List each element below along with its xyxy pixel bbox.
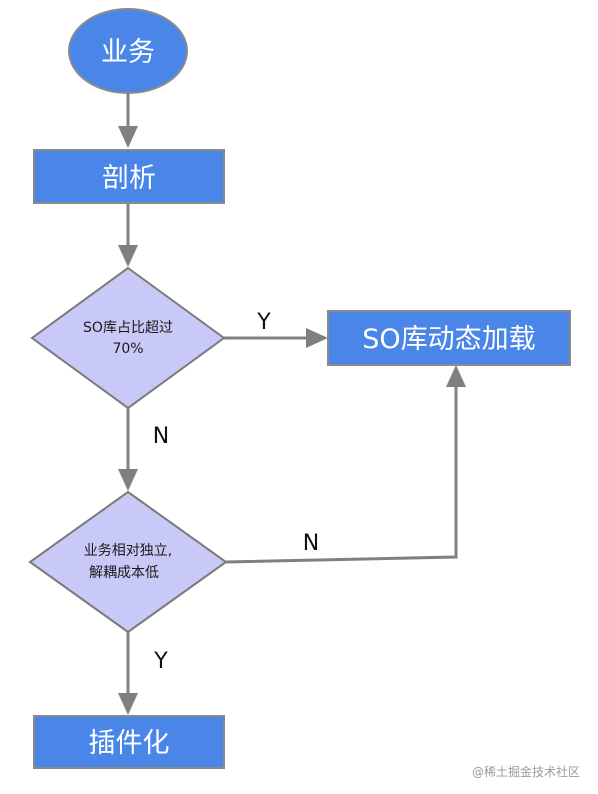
node-analyze: 剖析 — [33, 149, 225, 204]
watermark-text: @稀土掘金技术社区 — [471, 765, 580, 779]
decision-independent-line1: 业务相对独立, — [84, 543, 172, 559]
so-dynamic-load-box — [327, 310, 571, 366]
analyze-box — [33, 149, 225, 204]
node-so-dynamic-load: SO库动态加载 — [327, 310, 571, 366]
edge-independent-no — [225, 382, 458, 564]
node-plugin: 插件化 — [33, 715, 225, 769]
plugin-box — [33, 715, 225, 769]
start-label: 业务 — [101, 37, 155, 68]
decision-so-ratio-line2: 70% — [112, 341, 143, 357]
edge-label-ratio-yes: Y — [256, 310, 271, 335]
decision-independent-line2: 解耦成本低 — [89, 565, 159, 581]
edges — [118, 92, 466, 715]
analyze-label: 剖析 — [102, 163, 156, 194]
node-decision-so-ratio: SO库占比超过 70% — [30, 266, 226, 410]
node-decision-independent: 业务相对独立, 解耦成本低 — [28, 490, 228, 634]
arrowhead-analyze-to-decision — [118, 245, 138, 267]
decision-independent-diamond — [28, 490, 228, 634]
edge-label-ratio-no: N — [153, 424, 169, 449]
node-start: 业务 — [68, 8, 188, 94]
plugin-label: 插件化 — [89, 728, 170, 759]
start-ellipse — [68, 8, 188, 94]
edge-label-independent-yes: Y — [153, 649, 168, 674]
arrowhead-independent-no — [446, 365, 466, 387]
arrowhead-independent-yes — [118, 693, 138, 715]
arrowhead-start-to-analyze — [118, 126, 138, 148]
decision-so-ratio-line1: SO库占比超过 — [83, 320, 173, 336]
edge-label-independent-no: N — [303, 531, 319, 556]
arrowhead-ratio-yes — [306, 328, 328, 348]
decision-so-ratio-diamond — [30, 266, 226, 410]
arrowhead-ratio-no — [118, 469, 138, 491]
so-dynamic-load-label: SO库动态加载 — [362, 324, 535, 355]
